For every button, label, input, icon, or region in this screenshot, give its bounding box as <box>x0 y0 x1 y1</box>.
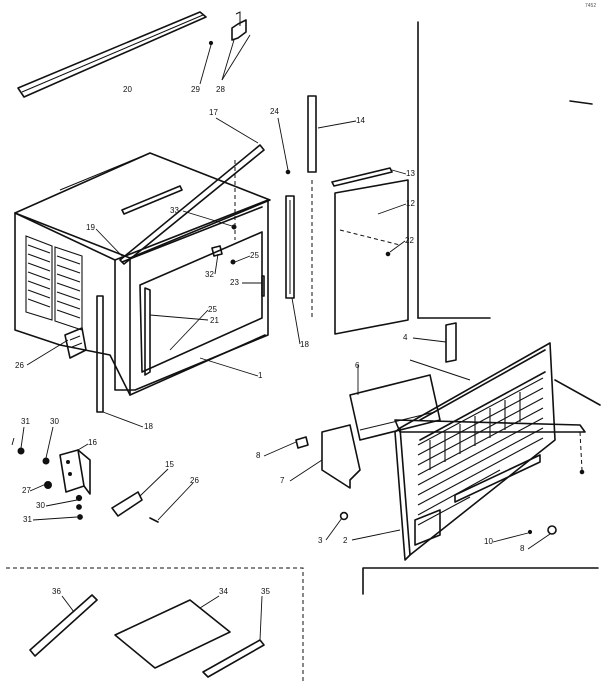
screw-part-right <box>579 469 585 475</box>
callout-25-mid: 25 <box>208 305 217 314</box>
bracket-part-30 <box>231 11 247 41</box>
callout-6: 6 <box>355 361 360 370</box>
nut-part-27 <box>44 481 52 489</box>
image-code: 7452 <box>585 3 596 9</box>
callout-19: 19 <box>86 223 95 232</box>
callout-23: 23 <box>230 278 239 287</box>
screw-part-25 <box>230 259 236 265</box>
rail-part-13 <box>331 167 393 187</box>
callout-15: 15 <box>165 460 174 469</box>
callout-29-bottom: 31 <box>23 515 32 524</box>
screw-part-3 <box>339 511 349 521</box>
callout-13: 13 <box>406 169 415 178</box>
callout-labels: 20 29 28 17 24 14 13 12 33 19 22 25 32 2… <box>15 85 525 596</box>
screw-part-24 <box>285 169 291 175</box>
callout-11: 8 <box>256 451 261 460</box>
gasket-part-21 <box>144 287 151 376</box>
callout-17: 17 <box>209 108 218 117</box>
lower-frame-lines <box>362 567 599 595</box>
callout-2: 2 <box>343 536 348 545</box>
cabinet-housing <box>14 152 271 396</box>
washer-part-28-top <box>42 457 50 465</box>
callout-36: 36 <box>52 587 61 596</box>
filter-edge <box>359 411 436 431</box>
rail-part-36 <box>29 594 98 657</box>
callout-27: 27 <box>22 486 31 495</box>
callout-32: 32 <box>205 270 214 279</box>
label-plate-lines <box>69 335 83 348</box>
callout-31: 29 <box>191 85 200 94</box>
callout-24: 24 <box>270 107 279 116</box>
callout-14: 14 <box>356 116 365 125</box>
washer-part-28-lower <box>76 504 82 510</box>
nut-part-29-top <box>17 447 25 455</box>
front-top-rail <box>394 419 586 433</box>
callout-33: 33 <box>170 206 179 215</box>
callout-18-left: 18 <box>144 422 153 431</box>
callout-4: 4 <box>403 333 408 342</box>
filter-panel-part-6 <box>349 374 441 441</box>
screw-part-26 <box>149 517 159 523</box>
front-grille-part-2 <box>394 342 556 561</box>
callout-29-top: 31 <box>21 417 30 426</box>
callout-34: 34 <box>219 587 228 596</box>
callout-25-top: 25 <box>250 251 259 260</box>
callout-10: 7 <box>280 476 285 485</box>
callout-12: 12 <box>406 199 415 208</box>
nut-part-29-bottom <box>77 514 83 520</box>
callout-8: 10 <box>484 537 493 546</box>
callout-35: 35 <box>261 587 270 596</box>
callout-3: 3 <box>318 536 323 545</box>
small-tick <box>11 437 15 446</box>
screw-part-11 <box>295 436 309 449</box>
top-angle-part-17 <box>119 144 265 265</box>
guide-line-d <box>579 431 583 471</box>
cabinet-louvers <box>25 235 83 331</box>
strip-part-14 <box>307 95 317 173</box>
screw-part-22 <box>385 251 391 257</box>
callout-26-right: 26 <box>190 476 199 485</box>
clip-part-32 <box>211 245 223 257</box>
callout-1: 1 <box>258 371 263 380</box>
panel-top-edge <box>409 359 471 381</box>
callout-28-top: 30 <box>50 417 59 426</box>
screw-part-33 <box>231 224 237 230</box>
vertical-strip-part-18-right <box>285 195 295 299</box>
bracket-part-4 <box>445 322 457 363</box>
curtain-panel-part-12 <box>334 179 409 335</box>
guide-line-c <box>339 229 401 246</box>
callout-28-bottom: 30 <box>36 501 45 510</box>
hardware-bracket-part-16 <box>59 449 91 495</box>
front-rail-edge <box>554 379 601 406</box>
panel-part-34 <box>114 599 231 669</box>
callout-30: 28 <box>216 85 225 94</box>
kit-box-outline <box>6 567 304 684</box>
screw-part-8 <box>527 529 533 535</box>
pin-part-23 <box>261 275 265 297</box>
label-plate-part-26 <box>64 327 87 359</box>
callout-21: 21 <box>210 316 219 325</box>
callout-16: 16 <box>88 438 97 447</box>
rule-line <box>569 100 593 105</box>
washer-part-28-bottom <box>75 494 83 502</box>
callout-18-right: 18 <box>300 340 309 349</box>
drain-plate-part-15 <box>111 491 143 517</box>
callout-7: 8 <box>520 544 525 553</box>
callout-26-left: 26 <box>15 361 24 370</box>
leader-lines <box>20 117 551 641</box>
callout-20: 20 <box>123 85 132 94</box>
panel-part-10 <box>321 424 361 489</box>
screw-part-31 <box>208 40 214 46</box>
top-rail-part-20 <box>17 11 207 98</box>
front-frame-part-19 <box>114 199 269 391</box>
nut-part-7 <box>547 525 557 535</box>
callout-22: 22 <box>405 236 414 245</box>
rail-part-35 <box>202 639 265 678</box>
